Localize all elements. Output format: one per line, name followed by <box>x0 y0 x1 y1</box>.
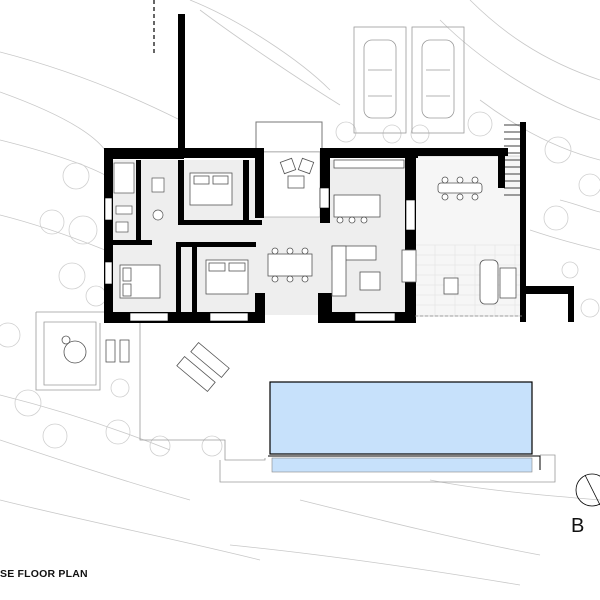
sun-loungers <box>176 341 230 393</box>
courtyard-seating <box>279 157 315 189</box>
bed-2 <box>119 264 161 299</box>
exterior-stairs <box>504 124 520 196</box>
pool-overflow-channel <box>271 457 533 473</box>
outdoor-hot-tub <box>61 335 130 364</box>
kitchen-island <box>333 159 405 224</box>
entry-pergola <box>255 121 323 153</box>
dining-table <box>267 247 313 283</box>
compass-letter: B <box>571 515 585 537</box>
sofa-set <box>331 245 417 297</box>
compass-icon <box>575 473 600 507</box>
bed-3 <box>205 259 249 295</box>
terrain-contours <box>0 0 600 586</box>
swimming-pool <box>269 381 533 455</box>
bed-1 <box>189 172 233 206</box>
north-wall-spur <box>178 14 185 150</box>
terrace-lounge <box>443 259 517 305</box>
pool-edge <box>268 455 541 470</box>
interior-walls <box>112 160 262 314</box>
parking-spaces <box>353 26 465 134</box>
plan-caption: SE FLOOR PLAN <box>0 568 88 580</box>
terrace-table <box>437 176 483 201</box>
pool-deck-outline <box>35 311 556 483</box>
bathroom-fixtures <box>113 162 165 233</box>
